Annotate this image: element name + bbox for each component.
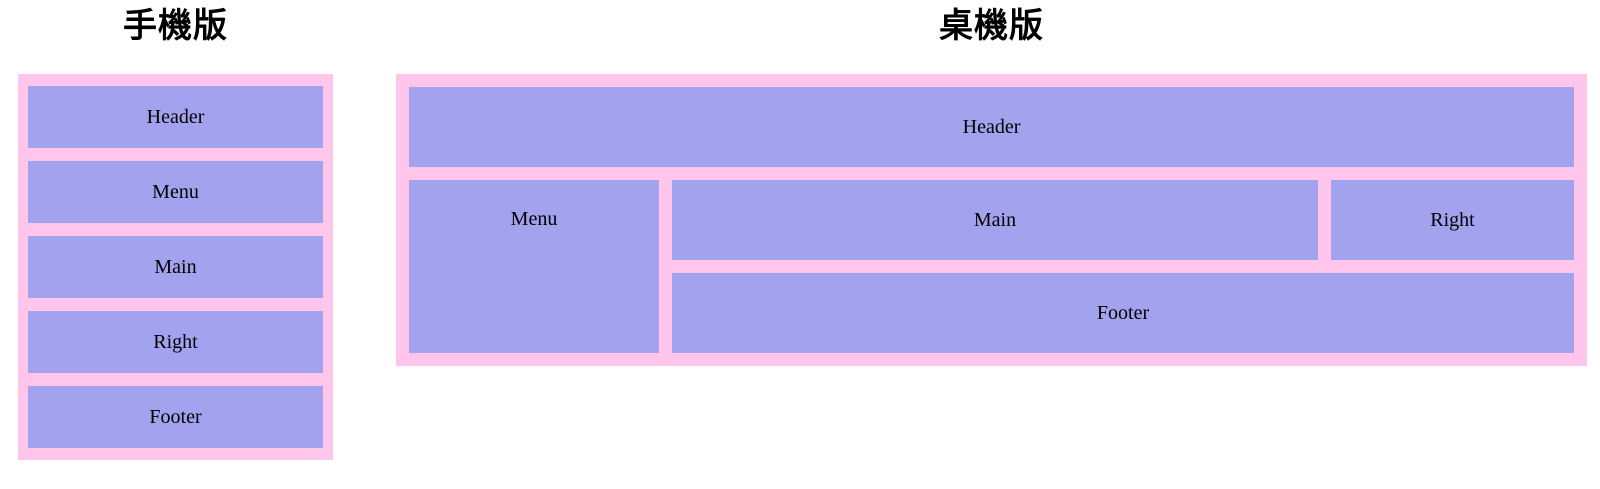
- desktop-header-block: Header: [409, 87, 1574, 167]
- desktop-body-row: Menu Main Right Footer: [409, 180, 1574, 353]
- mobile-layout-section: 手機版 Header Menu Main Right Footer: [18, 4, 333, 460]
- desktop-footer-block: Footer: [672, 273, 1574, 353]
- mobile-title: 手機版: [123, 7, 228, 45]
- desktop-title: 桌機版: [939, 7, 1044, 45]
- mobile-right-block: Right: [28, 311, 323, 373]
- desktop-main-block: Main: [672, 180, 1318, 260]
- mobile-frame: Header Menu Main Right Footer: [18, 74, 333, 460]
- mobile-footer-block: Footer: [28, 386, 323, 448]
- desktop-frame: Header Menu Main Right Footer: [396, 74, 1587, 366]
- desktop-layout-section: 桌機版 Header Menu Main Right Footer: [396, 4, 1587, 366]
- desktop-main-row: Main Right: [672, 180, 1574, 260]
- mobile-menu-block: Menu: [28, 161, 323, 223]
- mobile-header-block: Header: [28, 86, 323, 148]
- desktop-menu-block: Menu: [409, 180, 659, 353]
- desktop-content-area: Main Right Footer: [672, 180, 1574, 353]
- mobile-main-block: Main: [28, 236, 323, 298]
- page: 手機版 Header Menu Main Right Footer 桌機版 He…: [18, 4, 1587, 460]
- desktop-right-block: Right: [1331, 180, 1574, 260]
